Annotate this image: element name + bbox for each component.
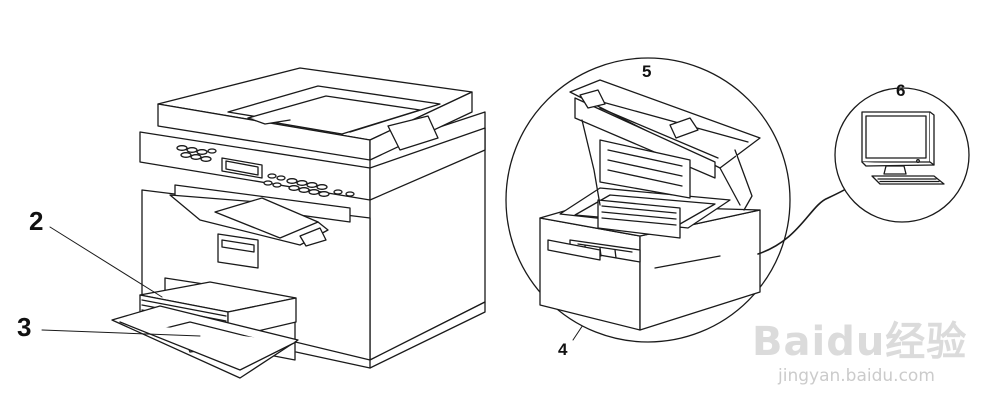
panel-buttons-right [263,173,355,197]
callout-2: 2 [29,206,44,236]
printer-illustration [111,67,486,379]
watermark-url: jingyan.baidu.com [778,366,935,386]
magnified-open-printer [505,57,791,343]
callout-5: 5 [642,62,652,81]
callout-4: 4 [558,340,568,359]
panel-buttons-left [176,145,217,162]
callout-3: 3 [17,312,32,342]
magnified-computer [834,87,970,223]
watermark-logo: Baidu经验 [752,319,968,365]
callout-6: 6 [896,81,906,100]
